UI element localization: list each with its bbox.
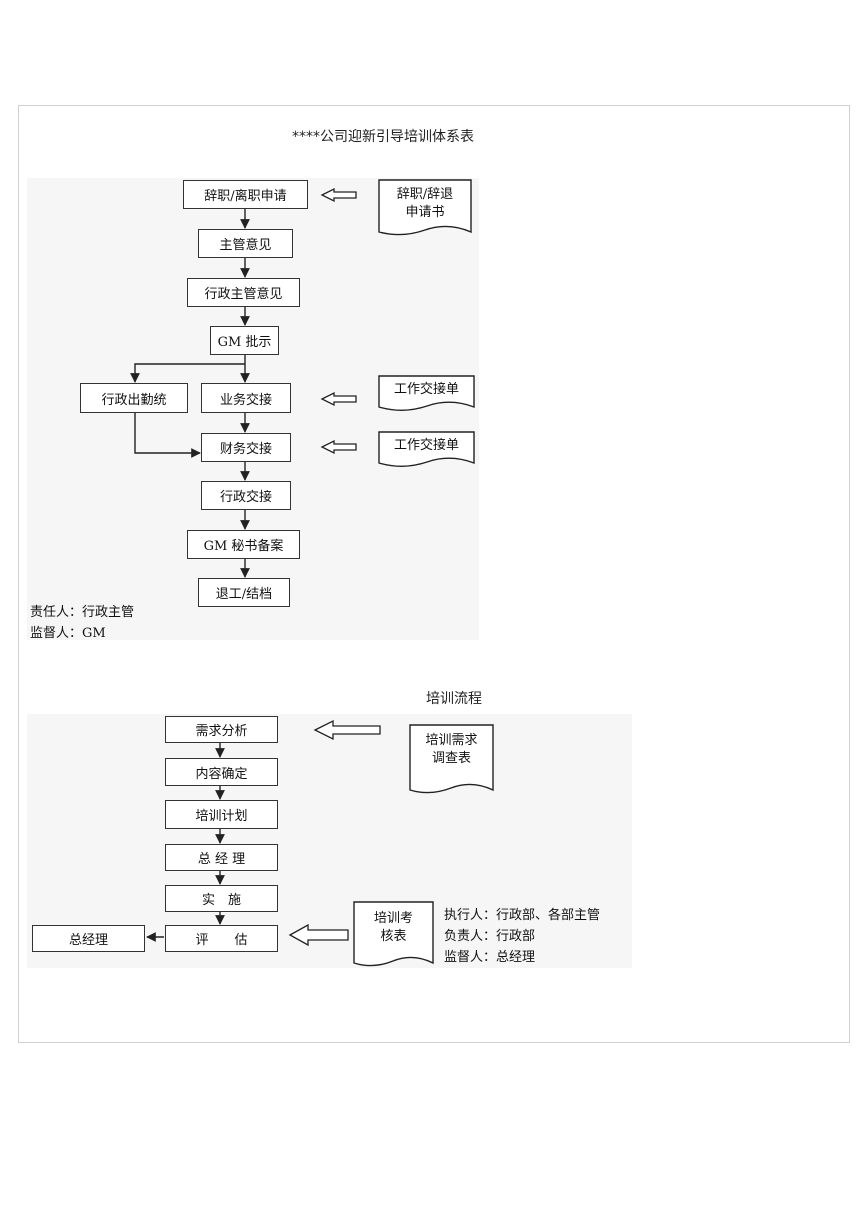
node-gm-approve: GM 批示 [210, 326, 279, 355]
doc-training-assessment-line1: 培训考 [373, 911, 413, 926]
doc-work-handover-1: 工作交接单 [393, 382, 459, 397]
flow2-supervisor: 监督人：总经理 [444, 950, 536, 965]
doc-resign-letter-line2: 申请书 [405, 205, 445, 220]
node-content-confirm: 内容确定 [165, 758, 278, 786]
node-business-handover: 业务交接 [201, 383, 291, 413]
node-general-manager: 总 经 理 [165, 844, 278, 871]
doc-training-survey: 培训需求 调查表 [410, 732, 493, 768]
node-implement: 实 施 [165, 885, 278, 912]
node-training-plan: 培训计划 [165, 800, 278, 829]
flow2-title: 培训流程 [426, 691, 482, 707]
node-needs-analysis: 需求分析 [165, 716, 278, 743]
node-finance-handover: 财务交接 [201, 433, 291, 462]
flow2-executor: 执行人：行政部、各部主管 [444, 908, 601, 923]
node-admin-attendance: 行政出勤统 [80, 383, 188, 413]
flow1-responsible: 责任人：行政主管 [30, 605, 135, 620]
doc-training-survey-line2: 调查表 [431, 751, 471, 766]
node-supervisor-opinion: 主管意见 [198, 229, 293, 258]
node-gm-secretary: GM 秘书备案 [187, 530, 300, 559]
page-frame [18, 105, 850, 1043]
doc-training-survey-line1: 培训需求 [425, 733, 478, 748]
doc-resign-letter: 辞职/辞退 申请书 [379, 186, 471, 222]
flow2-roles: 执行人：行政部、各部主管 负责人：行政部 监督人：总经理 [444, 905, 600, 968]
doc-training-assessment: 培训考 核表 [354, 910, 433, 946]
flow1-supervisor: 监督人：GM [30, 626, 106, 641]
flow1-title: ****公司迎新引导培训体系表 [292, 129, 474, 145]
node-exit-archive: 退工/结档 [198, 578, 290, 607]
node-admin-handover: 行政交接 [201, 481, 291, 510]
node-admin-supervisor-opinion: 行政主管意见 [187, 278, 300, 307]
flow1-roles: 责任人：行政主管 监督人：GM [30, 602, 134, 644]
doc-work-handover-2: 工作交接单 [393, 438, 459, 453]
node-resign-application: 辞职/离职申请 [183, 180, 308, 209]
doc-resign-letter-line1: 辞职/辞退 [396, 187, 454, 202]
node-evaluate: 评 估 [165, 925, 278, 952]
node-gm-output: 总经理 [32, 925, 145, 952]
flow2-owner: 负责人：行政部 [444, 929, 536, 944]
doc-training-assessment-line2: 核表 [380, 929, 407, 944]
